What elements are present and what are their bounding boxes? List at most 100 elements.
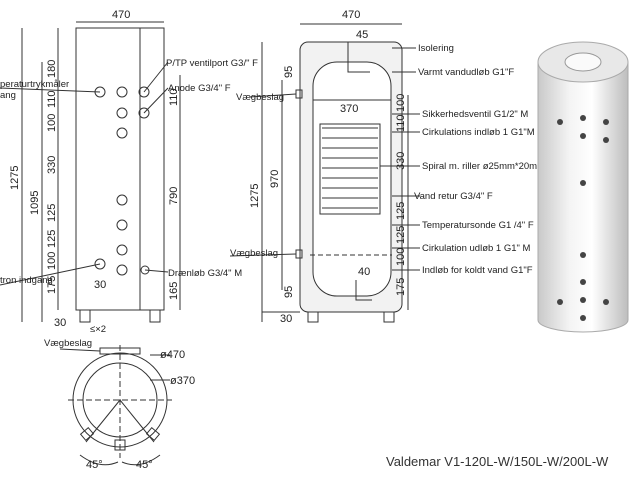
top-leader-bracket [59,348,101,352]
section-label-30: 30 [280,313,292,325]
tank-3d-port [580,297,586,303]
section-label-coil: Spiral m. riller ø25mm*20m [422,161,537,172]
tank-3d-port [580,115,586,121]
top-fitting-center [114,439,126,451]
section-cold-pipe [355,280,372,301]
leader-drain [144,269,169,273]
section-label-circ-out: Cirkulation udløb 1 G1" M [422,243,531,254]
section-inner-tank [312,61,392,297]
front-dim-100b: 100 [46,252,58,270]
section-dim-100: 100 [395,94,407,112]
tank-3d-port [580,180,586,186]
front-label-anode: Anode G3/4" F [168,83,231,94]
leader-bracket-top [249,93,297,98]
section-label-bracket-top: Vægbeslag [236,92,284,103]
section-label-sensor: Temperatursonde G1 /4" F [422,220,534,231]
tank-3d-port [580,279,586,285]
coil-turns [322,127,378,209]
front-tank-outline [75,27,165,311]
section-label-insulation: Isolering [418,43,454,54]
front-port-inlet [94,258,106,270]
leader-ptp [143,61,169,93]
front-port [116,219,128,231]
front-dim-r165: 165 [168,282,180,300]
front-dim-30a: 30 [94,279,106,291]
section-dim-100b: 100 [395,248,407,266]
section-label-circ-in: Cirkulations indløb 1 G1"M [422,127,535,138]
front-dim-180: 180 [46,60,58,78]
top-label-470: ø470 [160,349,185,361]
leader-inlet [0,263,101,286]
section-foot-right [383,311,395,323]
section-foot-left [307,311,319,323]
tank-3d-top-ring [564,52,602,72]
front-port [116,107,128,119]
tank-3d-port [557,119,563,125]
section-label-hot-outlet: Varmt vandudløb G1"F [418,67,514,78]
section-label-1275: 1275 [249,184,261,208]
top-angle-arc-left [79,454,119,466]
front-dim-r110: 110 [168,88,180,106]
tank-3d-body [537,61,629,333]
tank-3d-port [557,299,563,305]
top-angle-arc-right [121,454,161,466]
section-label-safety-valve: Sikkerhedsventil G1/2" M [422,109,528,120]
front-foot-left [79,309,91,323]
section-label-40: 40 [358,266,370,278]
front-dim-1275: 1275 [9,166,21,190]
section-dim-125b: 125 [395,226,407,244]
tank-3d-port [603,299,609,305]
section-hot-pipe [347,42,370,73]
front-dim-330: 330 [46,156,58,174]
front-dim-110: 110 [46,90,58,108]
front-port [116,264,128,276]
section-dim-175: 175 [395,278,407,296]
front-port-ptp [138,86,150,98]
section-label-bracket-bottom: Vægbeslag [230,248,278,259]
top-fitting-left [79,427,95,441]
section-dim-330: 330 [395,152,407,170]
section-label-45: 45 [356,29,368,41]
top-label-370: ø370 [170,375,195,387]
front-label-ang: ang [0,90,16,101]
front-dim-125b: 125 [46,230,58,248]
front-port-anode [138,107,150,119]
front-dim-100: 100 [46,114,58,132]
section-label-470: 470 [342,9,360,21]
section-dim-110: 110 [395,114,407,132]
front-dim-1095: 1095 [29,191,41,215]
coil-frame [319,123,381,215]
section-label-95-bottom: 95 [283,286,295,298]
section-label-95-top: 95 [283,66,295,78]
front-dim-30b: 30 [54,317,66,329]
section-label-cold-inlet: Indløb for koldt vand G1"F [422,265,533,276]
leader-bracket-bottom [229,253,297,257]
front-port [116,194,128,206]
leader-temp [0,87,101,93]
front-width-label: 470 [112,9,130,21]
section-coil [319,123,381,215]
front-label-inlet: tron indgang [0,275,53,286]
product-caption: Valdemar V1-120L-W/150L-W/200L-W [386,454,609,469]
tank-3d-port [580,133,586,139]
front-label-ptp: P/TP ventilport G3/" F [166,58,258,69]
top-label-angle-right: 45° [136,459,153,471]
tank-3d-port [580,252,586,258]
leader-anode [143,87,169,114]
top-view [59,345,172,466]
front-port [116,86,128,98]
tank-3d-ports [557,115,609,321]
section-label-970: 970 [269,170,281,188]
section-label-return: Vand retur G3/4" F [414,191,493,202]
tank-3d-port [580,315,586,321]
tank-3d-port [603,137,609,143]
tank-3d-render [537,41,629,333]
front-view [0,21,181,323]
front-dim-r790: 790 [168,187,180,205]
front-foot-right [149,309,161,323]
front-port [116,127,128,139]
top-label-angle-left: 45° [86,459,103,471]
top-label-bracket-dim: ≤×2 [90,324,106,335]
